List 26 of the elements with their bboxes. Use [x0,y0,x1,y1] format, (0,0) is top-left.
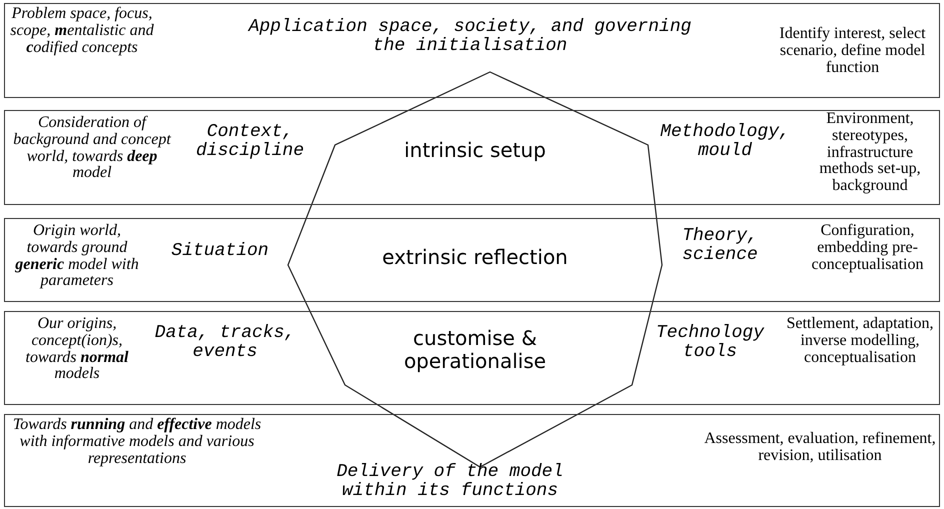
layer-band [4,311,940,405]
band-label: Theory, science [681,227,759,265]
band-label: Situation [170,242,270,261]
layer-band [4,110,940,205]
layer-band [4,414,940,507]
layer-band [4,218,940,302]
band-label: Methodology, mould [659,123,791,161]
layer-band [4,3,940,98]
band-label: Data, tracks, events [154,324,296,362]
octagon-label: intrinsic setup [403,139,547,162]
task-text: Identify interest, select scenario, define model function [778,26,927,76]
description-text: Problem space, focus, scope, mentalistic and codified concepts [9,6,155,56]
octagon-label: extrinsic reflection [381,246,569,269]
octagon-label: customise & operationalise [402,327,548,373]
task-text: Configuration, embedding pre-conceptualisation [810,223,924,274]
task-text: Settlement, adaptation, inverse modelling, conceptualisation [785,316,935,366]
description-text: Consideration of background and concept world, towards deep model [12,115,172,182]
description-text: Our origins, concept(ion)s, towards normal models [24,316,130,384]
description-text: Origin world, towards ground generic model with parameters [14,223,140,290]
task-text: Environment, stereotypes, infrastructure methods set-up, background [818,111,922,195]
band-label: Technology tools [654,324,766,362]
band-heading: Delivery of the model within its functions [336,463,564,501]
band-heading: Application space, society, and governing the initialisation [246,18,692,56]
task-text: Assessment, evaluation, refinement, revision, utilisation [703,431,937,465]
description-text: Towards running and effective models with informative models and various representations [12,417,262,468]
band-label: Context, discipline [194,123,306,161]
